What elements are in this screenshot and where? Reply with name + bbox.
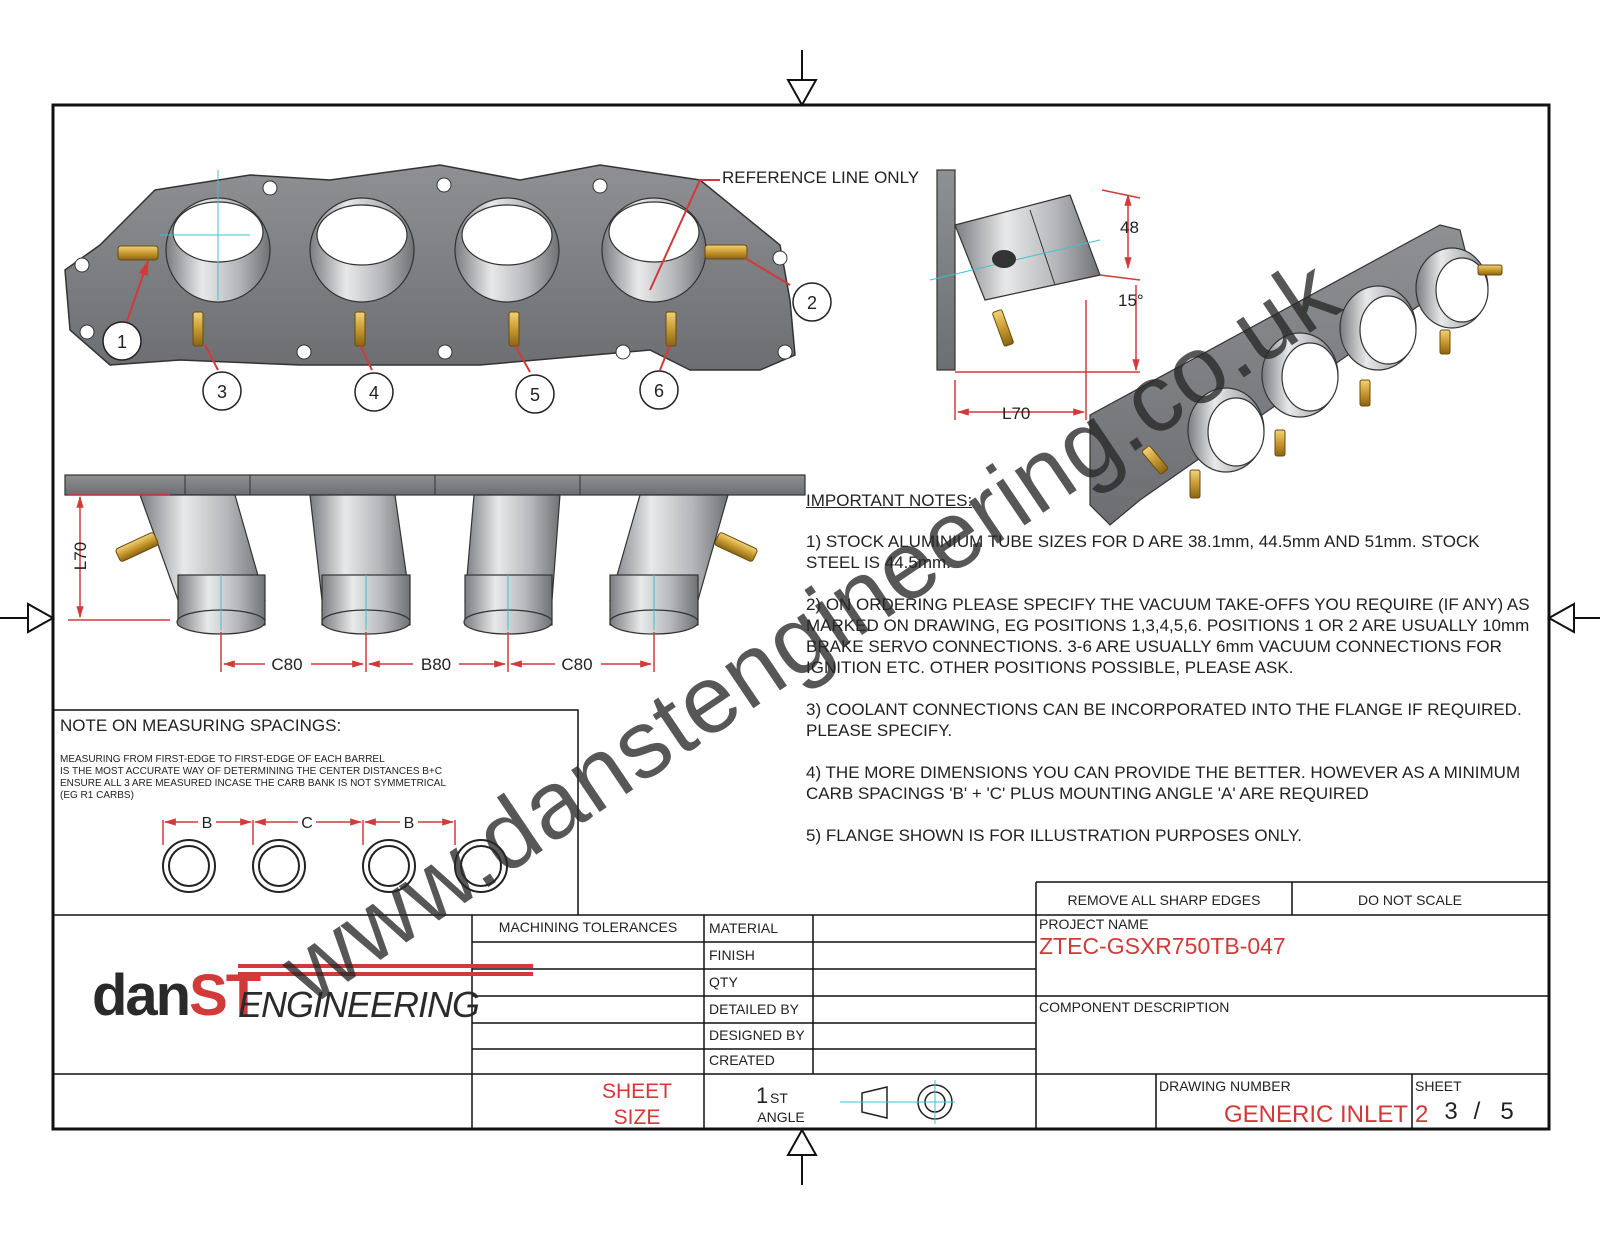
material-label: MATERIAL <box>709 920 778 936</box>
isometric-view <box>1089 224 1503 526</box>
dim-b80: B80 <box>421 655 451 674</box>
finish-label: FINISH <box>709 947 755 963</box>
logo-engineering: ENGINEERING <box>238 984 480 1025</box>
callout-2: 2 <box>807 293 817 313</box>
spacing-label-b2: B <box>404 815 415 832</box>
angle-suffix: ST <box>770 1090 788 1106</box>
dim-front-length: L70 <box>71 542 90 570</box>
designed-by-label: DESIGNED BY <box>709 1027 805 1043</box>
spacing-note-line-1: MEASURING FROM FIRST-EDGE TO FIRST-EDGE … <box>60 754 385 765</box>
detailed-by-label: DETAILED BY <box>709 1001 800 1017</box>
qty-label: QTY <box>709 974 738 990</box>
component-description-label: COMPONENT DESCRIPTION <box>1039 999 1229 1015</box>
dim-length: L70 <box>1002 404 1030 423</box>
spacing-note: NOTE ON MEASURING SPACINGS: MEASURING FR… <box>60 716 570 802</box>
callout-6: 6 <box>654 381 664 401</box>
note-5: 5) FLANGE SHOWN IS FOR ILLUSTRATION PURP… <box>806 826 1302 845</box>
spacing-label-b1: B <box>202 815 213 832</box>
sheet-separator: / <box>1474 1098 1481 1125</box>
callout-1: 1 <box>117 332 127 352</box>
drawing-number-label: DRAWING NUMBER <box>1159 1078 1291 1094</box>
spacing-note-frame <box>53 709 579 915</box>
spacing-note-line-3: ENSURE ALL 3 ARE MEASURED INCASE THE CAR… <box>60 778 447 789</box>
logo-dan: dan <box>92 963 191 1028</box>
title-block-labels: REMOVE ALL SHARP EDGES DO NOT SCALE MACH… <box>499 892 1514 1129</box>
drawing-number-suffix: 2 <box>1415 1101 1428 1128</box>
note-4: 4) THE MORE DIMENSIONS YOU CAN PROVIDE T… <box>806 763 1521 803</box>
top-view-flange: 1 2 3 4 5 6 REFERENCE LINE ONLY <box>64 164 919 414</box>
first-angle-projection-icon <box>840 1080 955 1124</box>
sheet-size-line-1: SHEET <box>602 1080 672 1103</box>
sheet-label: SHEET <box>1415 1078 1462 1094</box>
spacing-label-c: C <box>301 815 313 832</box>
front-view: C80 B80 C80 L70 <box>64 474 806 674</box>
logo-bars <box>238 964 533 980</box>
spacing-note-line-2: IS THE MOST ACCURATE WAY OF DETERMINING … <box>60 766 442 777</box>
project-name-label: PROJECT NAME <box>1039 916 1148 932</box>
angle-word: ANGLE <box>757 1109 804 1125</box>
created-label: CREATED <box>709 1052 775 1068</box>
spacing-diagram: B C B <box>162 812 508 893</box>
reference-line-label: REFERENCE LINE ONLY <box>722 168 919 187</box>
angle-number: 1 <box>756 1083 768 1108</box>
drawing-number: GENERIC INLET <box>1224 1101 1408 1128</box>
spacing-note-line-4: (EG R1 CARBS) <box>60 790 134 801</box>
notes-heading: IMPORTANT NOTES: <box>806 491 973 510</box>
sheet-size-line-2: SIZE <box>614 1106 661 1129</box>
note-3: 3) COOLANT CONNECTIONS CAN BE INCORPORAT… <box>806 700 1522 740</box>
callout-3: 3 <box>217 382 227 402</box>
callout-5: 5 <box>530 385 540 405</box>
do-not-scale: DO NOT SCALE <box>1358 892 1462 908</box>
dim-c80-right: C80 <box>561 655 592 674</box>
machining-tolerances: MACHINING TOLERANCES <box>499 919 677 935</box>
side-view: 48 15° L70 <box>929 169 1144 423</box>
note-2: 2) ON ORDERING PLEASE SPECIFY THE VACUUM… <box>806 595 1530 677</box>
note-1: 1) STOCK ALUMINIUM TUBE SIZES FOR D ARE … <box>806 532 1480 572</box>
project-name: ZTEC-GSXR750TB-047 <box>1039 933 1286 959</box>
dim-48: 48 <box>1120 218 1139 237</box>
title-block-grid <box>53 881 1549 1129</box>
important-notes: IMPORTANT NOTES: 1) STOCK ALUMINIUM TUBE… <box>806 490 1536 867</box>
company-logo: danST ENGINEERING <box>92 962 533 1028</box>
callout-4: 4 <box>369 383 379 403</box>
border-centering-arrows <box>0 50 1600 1185</box>
spacing-note-heading: NOTE ON MEASURING SPACINGS: <box>60 716 342 735</box>
remove-sharp-edges: REMOVE ALL SHARP EDGES <box>1068 892 1261 908</box>
sheet-number: 3 <box>1444 1098 1457 1125</box>
sheet-total: 5 <box>1500 1098 1513 1125</box>
dim-c80-left: C80 <box>271 655 302 674</box>
dim-angle: 15° <box>1118 291 1144 310</box>
